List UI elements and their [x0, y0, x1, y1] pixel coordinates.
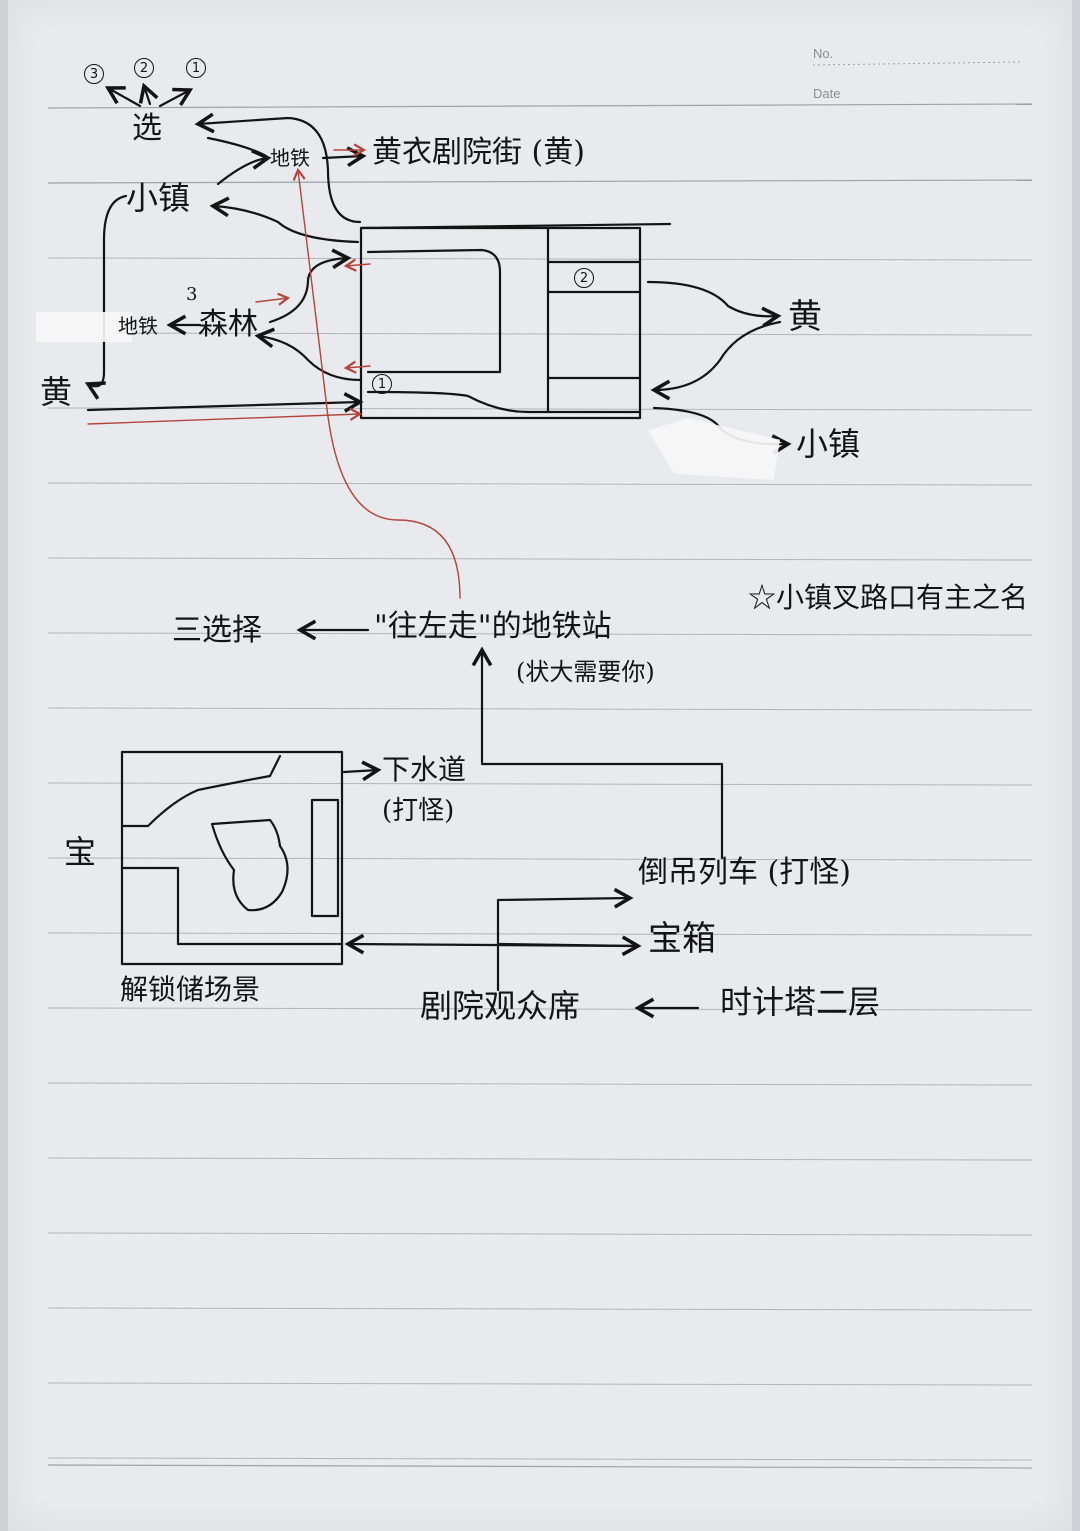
arrow-to-town: [209, 196, 360, 244]
ruled-lines: [47, 61, 1033, 1469]
map-room-inner: [366, 248, 502, 374]
red-arrow-room2: [343, 360, 371, 374]
ruled-line: [47, 932, 1033, 936]
ruled-line: [47, 782, 1033, 786]
arrow-choice-2: [138, 82, 159, 106]
arrow-to-street: [321, 146, 367, 168]
label-town: 小镇: [126, 179, 191, 217]
date-label: Date: [813, 86, 841, 101]
choice-num-1: 1: [186, 58, 206, 78]
label-unlock-scene: 解锁储场景: [120, 973, 261, 1006]
ruled-line: [47, 1157, 1033, 1161]
ruled-line: [47, 707, 1033, 711]
red-arrow-room: [343, 258, 371, 272]
tape-left: [36, 312, 132, 342]
label-yellow-right: 黄: [788, 297, 822, 337]
bottom-room-outline: [120, 750, 344, 966]
arrow-to-yellow-right: [646, 280, 782, 328]
red-arrow-forest: [255, 292, 291, 306]
label-sewer-fight: (打怪): [382, 796, 455, 826]
label-clock-tower: 时计塔二层: [720, 983, 881, 1021]
ruled-line: [47, 482, 1033, 486]
ruled-line: [47, 1307, 1033, 1311]
star-icon: ☆: [748, 581, 777, 614]
choice-num-3: 3: [84, 64, 104, 84]
label-forest: 森林: [198, 307, 258, 342]
label-left-station: "往左走"的地铁站: [374, 609, 612, 644]
label-chest: 宝箱: [648, 919, 716, 959]
ruled-line: [47, 332, 1033, 336]
label-forest-subway: 地铁: [118, 314, 158, 338]
ruled-line: [47, 557, 1033, 561]
arrow-to-subway: [216, 149, 272, 186]
label-xuan: 选: [132, 111, 162, 146]
ruled-line: [47, 1232, 1033, 1236]
label-paren-note: (状大需要你): [516, 658, 655, 686]
label-hanging-train: 倒吊列车 (打怪): [638, 855, 851, 890]
arrow-from-yellow-right: [650, 320, 782, 401]
arrow-to-sewer: [342, 760, 382, 782]
treasure-blob: [210, 818, 289, 912]
label-treasure: 宝: [64, 833, 97, 871]
red-arrow-yellow: [87, 407, 363, 425]
hand-drawn-map: [84, 82, 792, 1019]
label-yellow-left: 黄: [40, 373, 73, 411]
label-theater-seats: 剧院观众席: [420, 987, 581, 1025]
star-note: ☆小镇叉路口有主之名: [748, 584, 1028, 612]
arrow-choice-1: [158, 87, 194, 108]
notebook-page: No. Date: [8, 0, 1072, 1531]
arrow-forest-up: [268, 248, 352, 324]
ruled-line: [47, 1007, 1033, 1011]
town-loop: [84, 194, 128, 400]
label-sewer: 下水道: [382, 753, 467, 786]
arrow-to-xuan: [194, 112, 362, 224]
arrow-choice-3: [104, 86, 142, 108]
ruled-line: [47, 1082, 1033, 1086]
red-long-line: [292, 167, 461, 599]
label-street: 黄衣剧院街 (黄): [372, 135, 585, 170]
ruled-line: [47, 1457, 1033, 1461]
ruled-line: [47, 407, 1033, 411]
label-forest-num: 3: [186, 284, 198, 305]
label-subway: 地铁: [270, 146, 310, 170]
no-label: No.: [813, 46, 834, 61]
label-town-right: 小镇: [796, 425, 861, 463]
ruled-line: [47, 632, 1033, 636]
star-note-text: 小镇叉路口有主之名: [776, 581, 1029, 614]
ruled-line: [47, 257, 1033, 261]
arrow-xuan-subway: [206, 136, 268, 158]
arrow-yellow-in: [86, 392, 364, 413]
label-three-choice: 三选择: [172, 613, 262, 648]
arrow-to-forest: [254, 327, 362, 382]
room-num-2: 2: [574, 268, 594, 288]
ruled-line: [47, 857, 1033, 861]
ruled-line: [47, 1382, 1033, 1386]
room-num-1: 1: [372, 374, 392, 394]
choice-num-2: 2: [134, 58, 154, 78]
arrow-to-hanging-train: [496, 887, 634, 909]
